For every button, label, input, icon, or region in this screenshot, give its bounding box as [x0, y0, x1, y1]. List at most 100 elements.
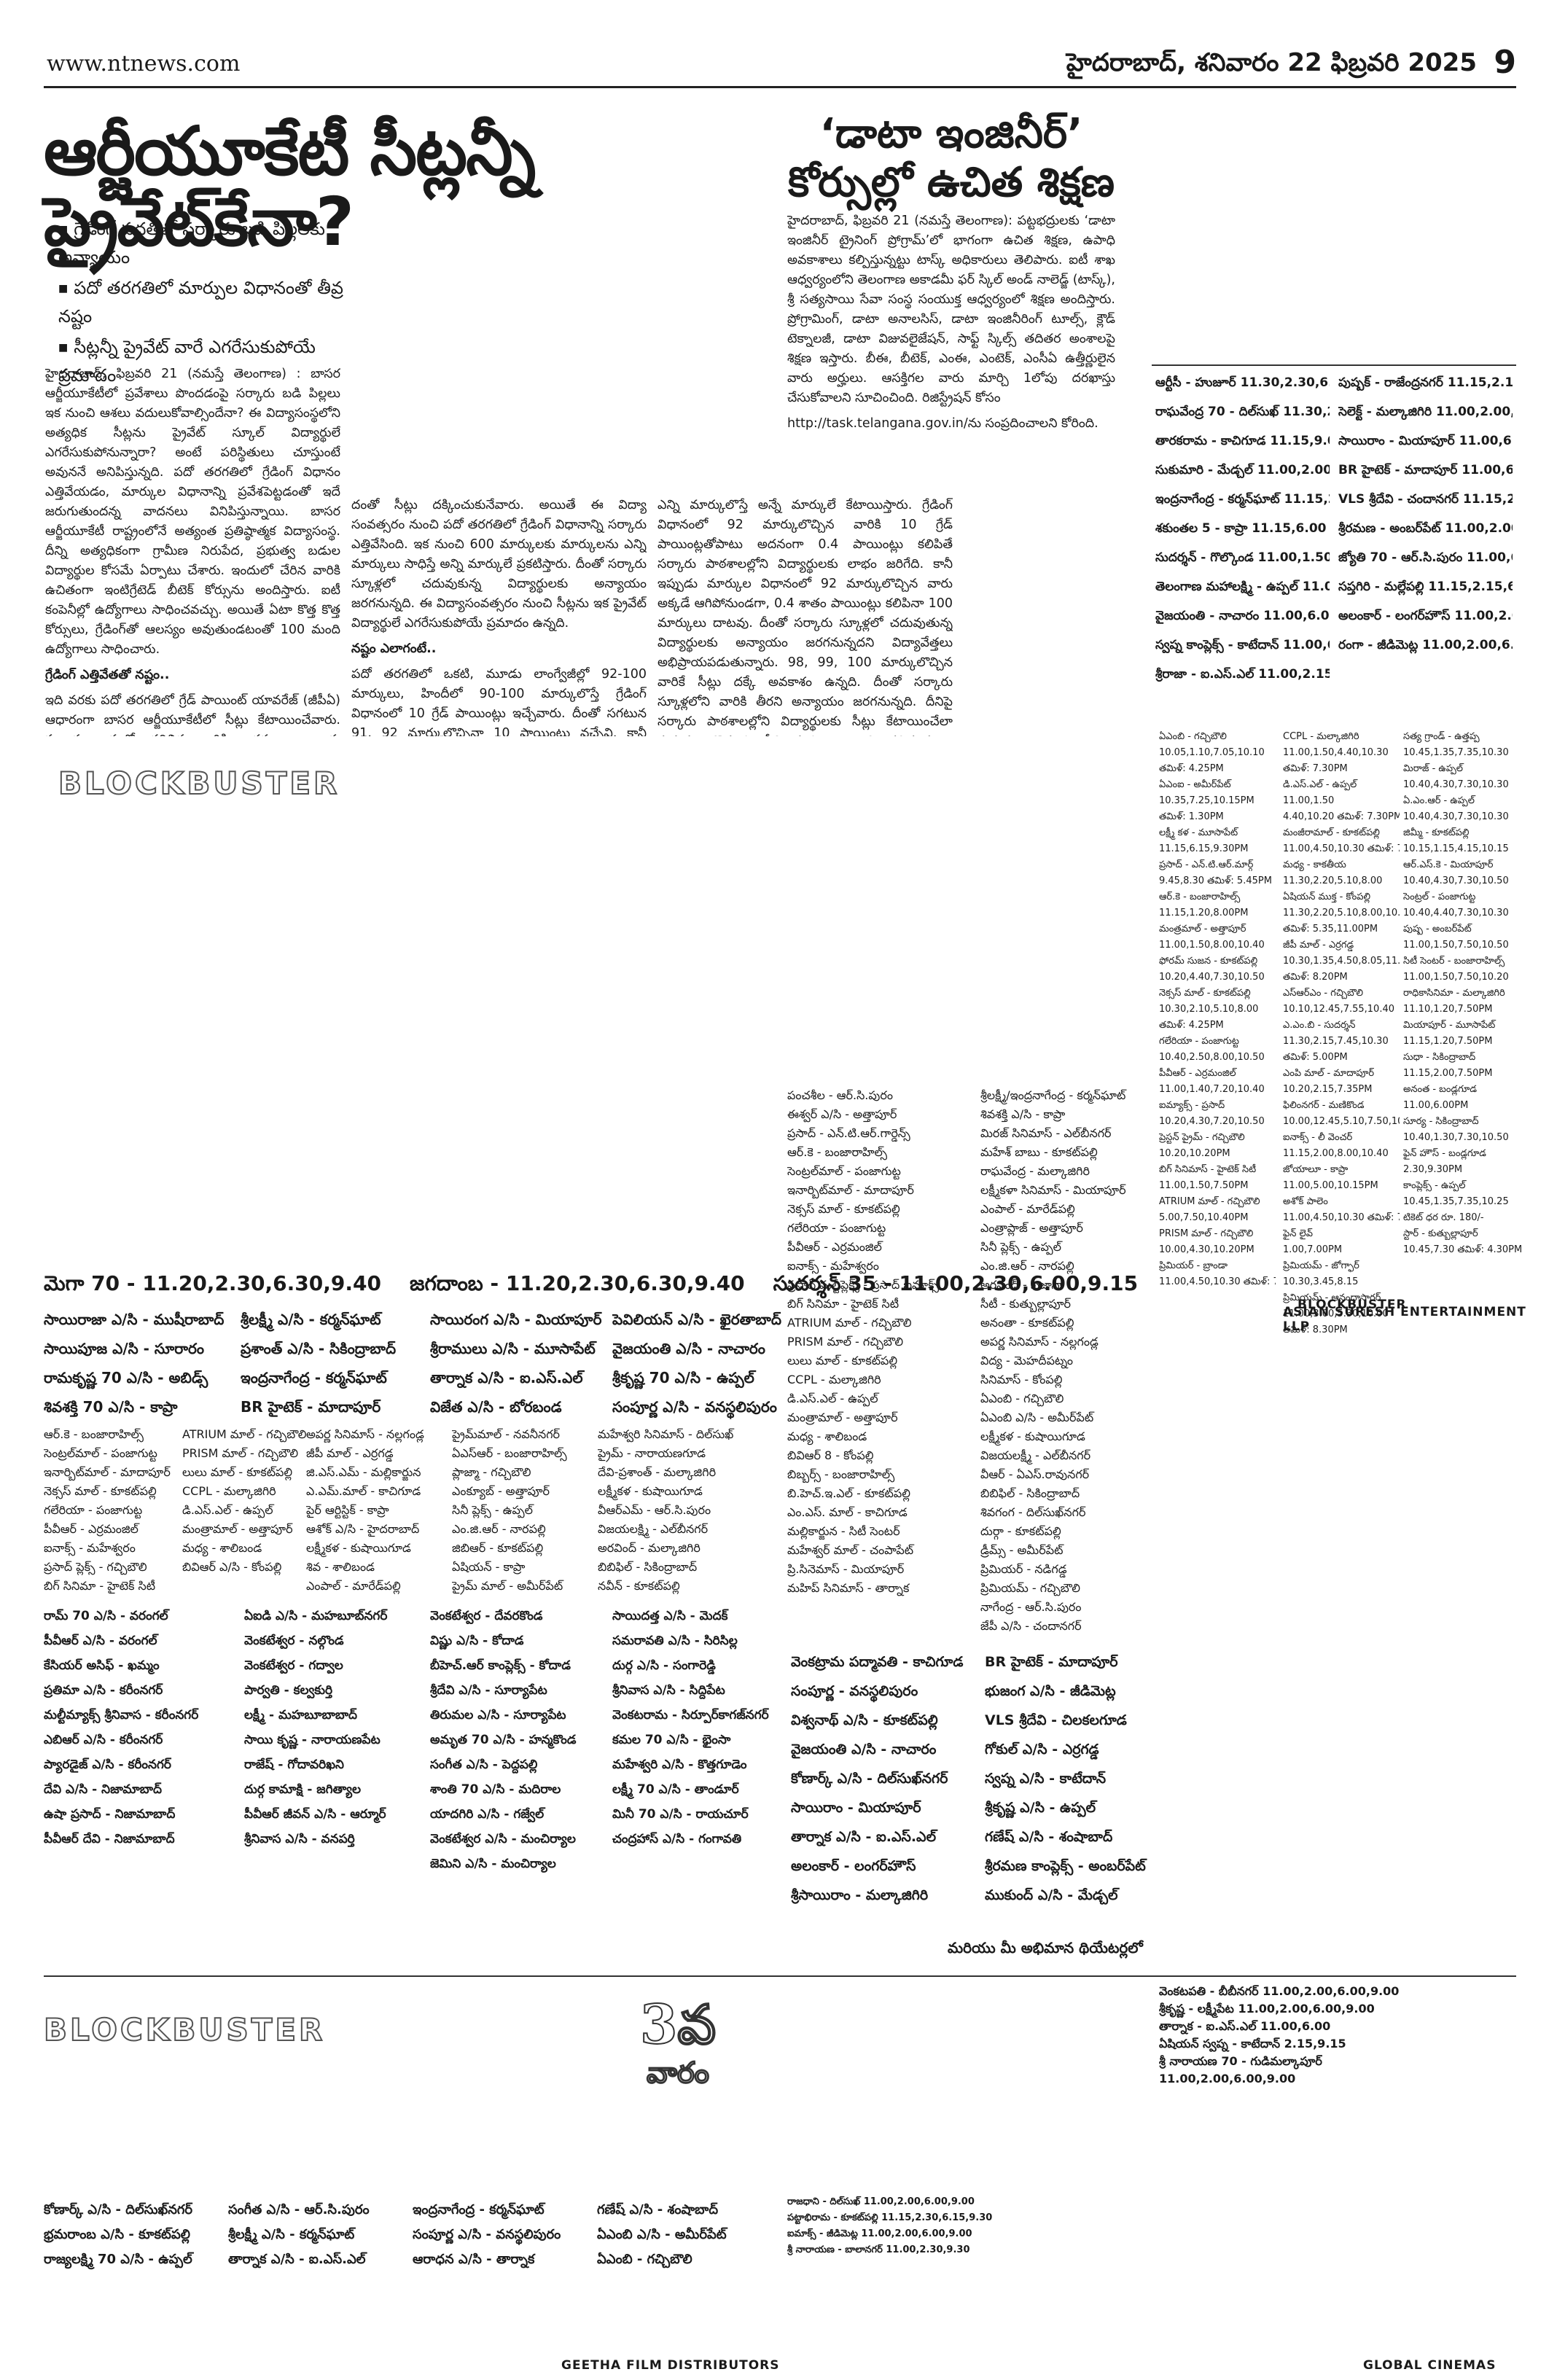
multiplex-listing: తమిళ్: 8.20PM — [1283, 972, 1348, 983]
theatre-listing: పీవీఆర్ దేవి - నిజామాబాద్ — [44, 1832, 175, 1846]
theatre-listing: మంత్రామాల్ - అత్తాపూర్ — [182, 1522, 293, 1536]
multiplex-listing: ఐమ్యాక్స్ - ప్రసాద్ — [1159, 1100, 1225, 1111]
article1-col1-text: హైదరాబాద్, ఫిబ్రవరి 21 (నమస్తే తెలంగాణ) … — [45, 367, 340, 657]
theatre-listing: తెలంగాణ మహాలక్ష్మి - ఉప్పల్ 11.00,2.30 — [1155, 580, 1330, 594]
theatre-listing: అపర్ణ సినిమాస్ - నల్లగండ్ల — [980, 1335, 1099, 1349]
theatre-listing: లక్ష్మీకళ - కుషాయిగూడ — [598, 1484, 703, 1498]
multiplex-listing: తమిళ్: 5.35,11.00PM — [1283, 924, 1378, 935]
theatre-listing: దుర్గ ఎ/సి - సంగారెడ్డి — [612, 1658, 716, 1673]
theatre-listing: ఈశ్వర్ ఎ/సి - అత్తాపూర్ — [787, 1107, 897, 1121]
theatre-listing: సాయి కృష్ణ - నారాయణపేట — [244, 1733, 381, 1747]
article2-link[interactable]: http://task.telangana.gov.in/ను సంప్రదిం… — [787, 416, 1099, 431]
mid-footer-note: మరియు మీ అభిమాన థియేటర్లలో — [948, 1939, 1143, 1956]
multiplex-listing: 11.00,4.50,10.30 తమిళ్: 7.30PM — [1283, 843, 1400, 854]
multiplex-listing: అనంత - బండ్లగూడ — [1403, 1084, 1478, 1095]
article2-headline-line2: కోర్సుల్లో ఉచిత శిక్షణ — [788, 159, 1115, 207]
multiplex-listing: 11.10,1.20,7.50PM — [1403, 1004, 1493, 1015]
theatre-listing: మినీ 70 ఎ/సి - రాయచూర్ — [612, 1807, 749, 1822]
theatre-listing: జీపీ మాల్ - ఎర్రగడ్డ — [306, 1446, 394, 1460]
multiplex-listing: 10.20,2.15,7.35PM — [1283, 1084, 1373, 1095]
theatre-listing: వైజయంతి - నాచారం 11.00,6.00 — [1155, 609, 1330, 623]
multiplex-listing: ప్రిమియమ్ - ఆనందాసాగర్ — [1283, 1292, 1381, 1303]
multiplex-listing: 11.00,4.50,10.30 తమిళ్: 7.30PM — [1283, 1212, 1400, 1223]
theatre-listing: శ్రీలక్ష్మీ ఎ/సి - కర్మన్‌ఘాట్ — [241, 1311, 381, 1328]
theatre-listing: కమల 70 ఎ/సి - భైంసా — [612, 1733, 731, 1747]
multiplex-listing: 10.35,7.25,10.15PM — [1159, 795, 1254, 806]
ad-mid-right-list: శ్రీలక్ష్మీ/ఇంద్రనాగేంద్ర - కర్మన్‌ఘాట్శ… — [980, 1086, 1159, 1640]
multiplex-listing: మంజీరామాల్ - కూకట్‌పల్లి — [1283, 827, 1380, 838]
ad-top-theatres: ఆర్టీసీ - హుజూర్ 11.30,2.30,6.30,9.30రాఘ… — [1155, 368, 1513, 703]
theatre-listing: సినీ ప్లెక్స్ - ఉప్పల్ — [980, 1240, 1061, 1254]
theatre-listing: సాయిరాజా ఎ/సి - ముషీరాబాద్ — [44, 1311, 225, 1328]
theatre-listing: ఆశోక్ ఎ/సి - హైదరాబాద్ — [306, 1522, 420, 1536]
theatre-listing: పెవిలియన్ ఎ/సి - ఖైరతాబాద్ — [612, 1311, 781, 1328]
theatre-listing: సమరావతి ఎ/సి - సిరిసిల్ల — [612, 1634, 738, 1648]
theatre-listing: సెంట్రల్‌మాల్ - పంజాగుట్ట — [787, 1164, 901, 1178]
theatre-listing: పైర్ ఆర్టిస్టిక్ - కాప్రా — [306, 1503, 389, 1517]
theatre-listing: ఎంత్రాప్లాజ్ - అత్తాపూర్ — [980, 1221, 1083, 1235]
multiplex-listing: సెంట్రల్ - పంజాగుట్ట — [1403, 891, 1476, 902]
multiplex-listing: 10.45,1.35,7.35,10.30 — [1403, 747, 1509, 758]
multiplex-listing: ఏఎంబి - గచ్చిబౌలి — [1159, 731, 1227, 742]
theatre-listing: ఉషా ప్రసాద్ - నిజామాబాద్ — [44, 1807, 176, 1822]
multiplex-listing: 10.10,12.45,7.55,10.40 — [1283, 1004, 1394, 1015]
theatre-listing: ఎబిఆర్ ఎ/సి - కరీంనగర్ — [44, 1733, 163, 1747]
mid-mall-col-1: ఆర్.కె - బంజారాహిల్స్సెంట్రల్‌మాల్ - పంజ… — [44, 1425, 182, 1596]
theatre-listing: శ్రీకృష్ణ - లక్ష్మీపేట 11.00,2.00,6.00,9… — [1159, 2002, 1375, 2016]
theatre-listing: బిబ్బర్స్ - బంజారాహిల్స్ — [787, 1467, 895, 1481]
multiplex-listing: 11.15,6.15,9.30PM — [1159, 843, 1249, 854]
theatre-listing: ఏఎంబి ఎ/సి - అమీర్‌పేట్ — [980, 1411, 1094, 1424]
theatre-listing: బిగ్ సినిమా - హైటెక్ సిటీ — [787, 1297, 900, 1311]
theatre-listing: స్వప్న కాంప్లెక్స్ - కాటేదాన్ 11.00,6.00 — [1155, 638, 1330, 652]
multiplex-listing: తమిళ్: 4.25PM — [1159, 1020, 1224, 1031]
distributor-asian: ASIAN SURESH ENTERTAINMENT LLP — [1283, 1305, 1526, 1334]
theatre-listing: ఏఎంబి - గచ్చిబౌలి — [980, 1392, 1064, 1405]
theatre-listing: శివగంగ - దిల్‌సుఖ్‌నగర్ — [980, 1505, 1086, 1519]
theatre-listing: CCPL - మల్కాజిగిరి — [787, 1373, 881, 1386]
theatre-listing: శ్రీలక్ష్మీ ఎ/సి - కర్మన్‌ఘాట్ — [228, 2227, 355, 2242]
theatre-listing: రామకృష్ణ 70 ఎ/సి - అబిడ్స్ — [44, 1369, 208, 1386]
theatre-listing: దుర్గా - కూకట్‌పల్లి — [980, 1524, 1061, 1538]
theatre-listing: కోణార్క్ ఎ/సి - దిల్‌సుఖ్‌నగర్ — [791, 1771, 948, 1787]
theatre-listing: లులు మాల్ - కూకట్‌పల్లి — [182, 1465, 293, 1479]
theatre-listing: సాయిదత్త ఎ/సి - మెదక్ — [612, 1609, 728, 1623]
theatre-listing: శ్రీనివాస ఎ/సి - సిద్దిపేట — [612, 1683, 725, 1698]
theatre-listing: గోకుల్ ఎ/సి - ఎర్రగడ్డ — [985, 1741, 1099, 1757]
theatre-listing: రామ్ 70 ఎ/సి - వరంగల్ — [44, 1609, 168, 1623]
theatre-listing: లులు మాల్ - కూకట్‌పల్లి — [787, 1354, 898, 1367]
theatre-listing: సంగీత ఎ/సి - పెద్దపల్లి — [430, 1757, 538, 1772]
headline-bullets: గ్రేడింగ్ పద్ధతితో సర్కారు బడి పిల్లలకు … — [58, 215, 350, 392]
strip-item-3: సుదర్శన్ 35 - 11.00,2.30,6.00,9.15 — [773, 1271, 1139, 1295]
multiplex-listing: 11.30,2.20,5.10,8.00,10.50 — [1283, 908, 1400, 918]
multiplex-listing: 10.40,4.30,7.30,10.30 — [1403, 779, 1509, 790]
theatre-listing: ఎం.ఎస్. మాల్ - కాచిగూడ — [787, 1505, 908, 1519]
article1-column-3: ఎన్ని మార్కులొస్తే అన్నే మార్కులే కేటాయి… — [657, 496, 953, 736]
theatre-listing: ఐనాక్స్ - మహేశ్వరం — [787, 1259, 879, 1273]
week-word: వారం — [646, 2055, 709, 2091]
multiplex-listing: 10.05,1.10,7.05,10.10 — [1159, 747, 1265, 758]
theatre-listing: ఐమాక్స్ - జీడిమెట్ల 11.00,2.00,6.00,9.00 — [787, 2228, 972, 2239]
theatre-listing: తార్నాక - ఐ.ఎస్.ఎల్ 11.00,6.00 — [1159, 2019, 1331, 2033]
article2-headline: ‘డాటా ఇంజినీర్’ కోర్సుల్లో ఉచిత శిక్షణ — [787, 109, 1115, 207]
theatre-listing: ATRIUM మాల్ - గచ్చిబౌలి — [182, 1427, 306, 1441]
theatre-listing: మధ్య - శాలిబండ — [182, 1541, 262, 1555]
theatre-listing: నెక్సస్ మాల్ - కూకట్‌పల్లి — [787, 1202, 900, 1216]
theatre-listing: డి.ఎస్.ఎల్ - ఉప్పల్ — [787, 1392, 878, 1405]
theatre-listing: రంగా - జీడిమెట్ల 11.00,2.00,6.00,9.00 — [1338, 638, 1513, 652]
theatre-listing: ఇంద్రనాగేంద్ర - కర్మన్‌ఘాట్ — [241, 1369, 387, 1386]
theatre-listing: పీవీఆర్ జీవన్ ఎ/సి - ఆర్మూర్ — [244, 1807, 386, 1822]
theatre-listing: VLS శ్రీదేవి - చిలకలగూడ — [985, 1712, 1127, 1728]
theatre-listing: బివిఆర్ ఎ/సి - కోంపల్లి — [182, 1560, 282, 1574]
site-url[interactable]: www.ntnews.com — [47, 51, 241, 77]
theatre-listing: తార్నాక ఎ/సి - ఐ.ఎస్.ఎల్ — [228, 2252, 366, 2267]
multiplex-listing: ప్రిమియమ్ - జోగ్ఫార్ — [1283, 1260, 1359, 1271]
multiplex-listing: డి.ఎస్.ఎల్ - ఉప్పల్ — [1283, 779, 1357, 790]
multiplex-listing: తమిళ్: 5.00PM — [1283, 1052, 1348, 1063]
mid-big-col-4: పెవిలియన్ ఎ/సి - ఖైరతాబాద్వైజయంతి ఎ/సి -… — [612, 1305, 787, 1421]
theatre-listing: బీహెచ్.ఆర్ కాంప్లెక్స్ - కోదాడ — [430, 1658, 571, 1673]
theatre-listing: ప్రసాద్ ప్లెక్స్ - గచ్చిబౌలి — [44, 1560, 147, 1574]
bottom-strip2: రాజధాని - దిల్‌సుఖ్ 11.00,2.00,6.00,9.00… — [787, 2194, 1152, 2258]
multiplex-listing: 5.00,7.50,10.40PM — [1159, 1212, 1249, 1223]
article2-body: హైదరాబాద్, ఫిబ్రవరి 21 (నమస్తే తెలంగాణ):… — [787, 211, 1115, 445]
